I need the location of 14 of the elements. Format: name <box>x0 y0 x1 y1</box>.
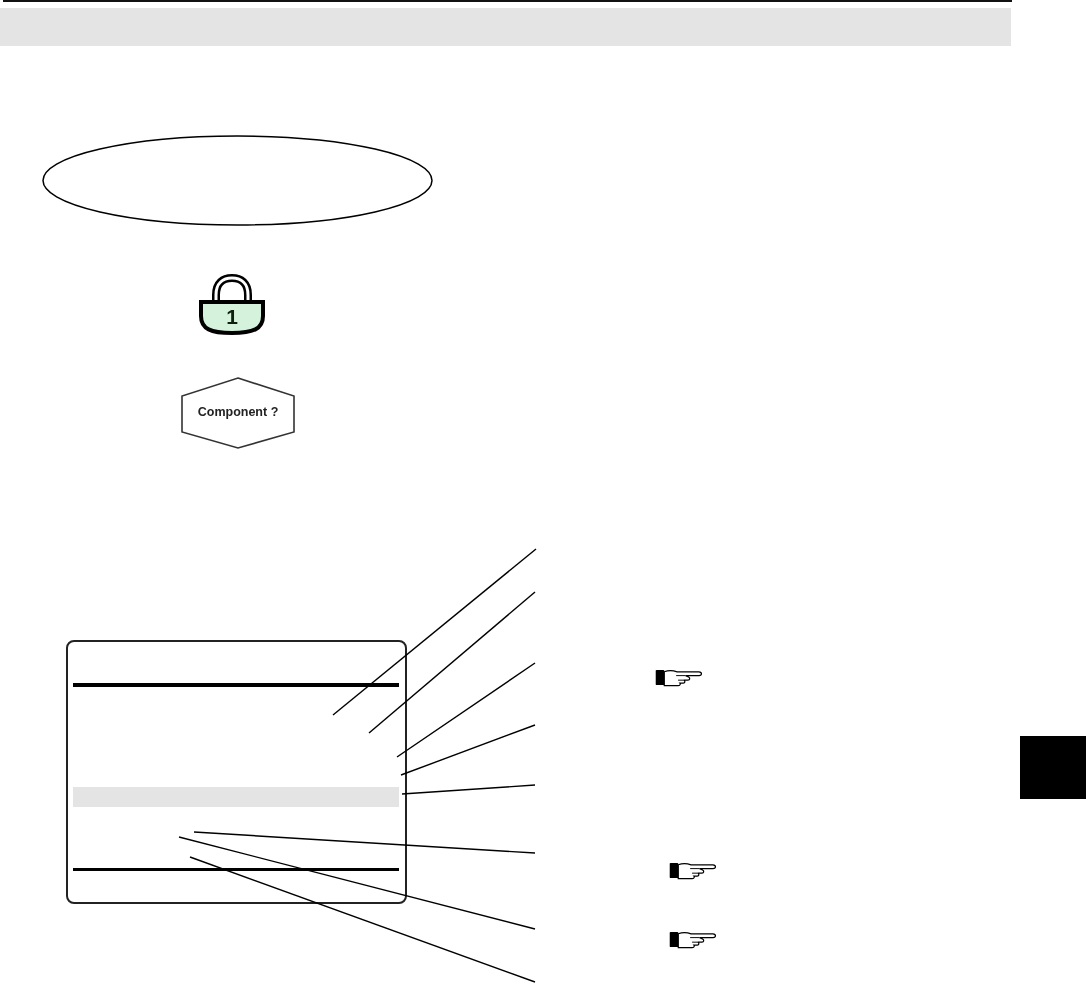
hexagon-label: Component ? <box>196 404 280 420</box>
leader-line <box>368 591 536 734</box>
leader-line <box>396 662 536 758</box>
lock-number: 1 <box>225 304 239 330</box>
leader-line <box>401 784 536 795</box>
hexagon-symbol <box>181 377 295 449</box>
display-screen <box>66 640 407 904</box>
leader-line <box>400 724 536 776</box>
leader-line <box>189 856 536 983</box>
leader-line <box>193 831 536 854</box>
leader-line <box>332 548 537 716</box>
highlight-bar <box>73 787 399 807</box>
ellipse-outline <box>42 135 433 226</box>
leader-line <box>178 836 536 930</box>
